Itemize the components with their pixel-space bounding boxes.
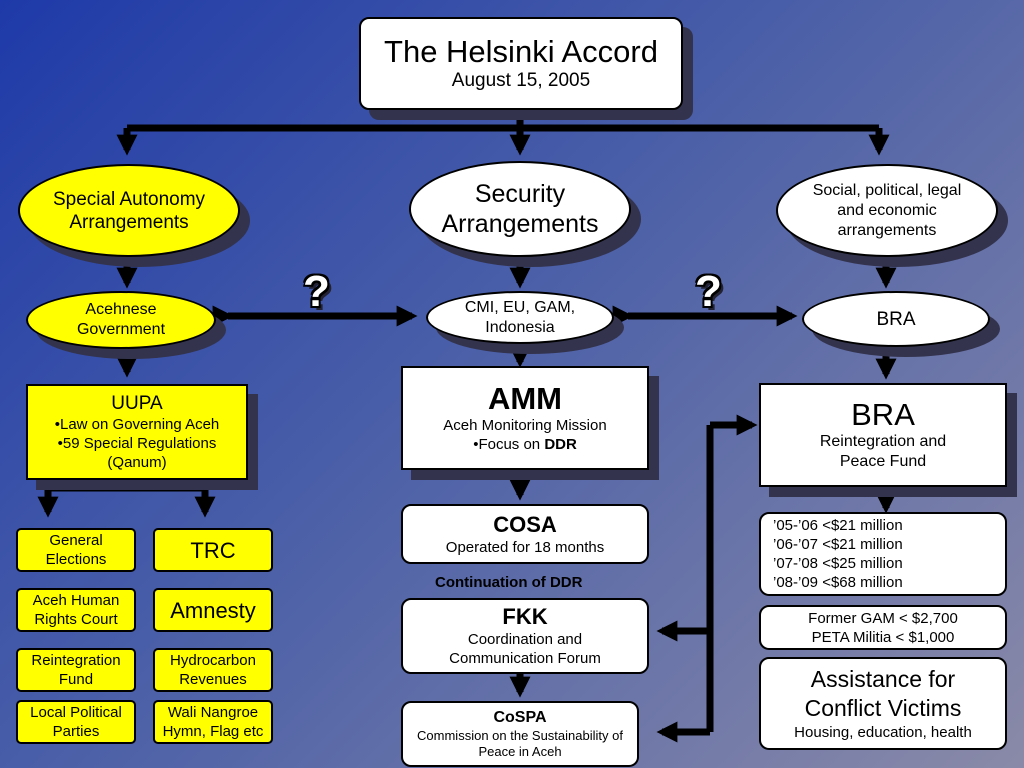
- bra-fund-subtitle: Reintegration and Peace Fund: [819, 433, 947, 470]
- reintegration-fund-box: Reintegration Fund: [16, 648, 136, 692]
- cospa-subtitle: Commission on the Sustainability of Peac…: [417, 728, 623, 759]
- amnesty-box: Amnesty: [153, 588, 273, 632]
- bra-fund-box: BRA Reintegration and Peace Fund: [759, 383, 1007, 487]
- local-parties-box: Local Political Parties: [16, 700, 136, 744]
- special-autonomy-node: Special Autonomy Arrangements: [18, 164, 240, 257]
- acehnese-government-label: Acehnese Government: [76, 301, 166, 338]
- uupa-box: UUPA •Law on Governing Aceh •59 Special …: [26, 384, 248, 480]
- special-autonomy-label: Special Autonomy Arrangements: [52, 188, 206, 233]
- funding-line: ’08-’09 <$68 million: [773, 574, 903, 591]
- social-arrangements-node: Social, political, legal and economic ar…: [776, 164, 998, 257]
- funding-line: ’07-’08 <$25 million: [773, 555, 903, 572]
- uupa-item: •Law on Governing Aceh: [54, 416, 220, 433]
- accord-title: The Helsinki Accord: [384, 34, 658, 69]
- local-parties-label: Local Political Parties: [30, 704, 122, 740]
- uupa-item: •59 Special Regulations (Qanum): [57, 435, 217, 471]
- uupa-title: UUPA: [111, 393, 163, 414]
- payment-line: Former GAM < $2,700: [808, 609, 958, 627]
- social-arrangements-label: Social, political, legal and economic ar…: [812, 181, 962, 239]
- bra-fund-title: BRA: [851, 397, 915, 432]
- amm-box: AMM Aceh Monitoring Mission •Focus on DD…: [401, 366, 649, 470]
- amm-subtitle: Aceh Monitoring Mission: [443, 417, 607, 434]
- fkk-subtitle: Coordination and Communication Forum: [449, 631, 601, 667]
- hydrocarbon-box: Hydrocarbon Revenues: [153, 648, 273, 692]
- payment-line: PETA Militia < $1,000: [811, 628, 955, 646]
- bra-ellipse-label: BRA: [876, 308, 916, 330]
- helsinki-accord-box: The Helsinki Accord August 15, 2005: [359, 17, 683, 110]
- funding-line: ’05-’06 <$21 million: [773, 517, 903, 534]
- cosa-subtitle: Operated for 18 months: [445, 538, 605, 556]
- amm-focus: •Focus on DDR: [473, 435, 577, 454]
- security-arrangements-node: Security Arrangements: [409, 161, 631, 257]
- funding-line: ’06-’07 <$21 million: [773, 536, 903, 553]
- acehnese-government-node: Acehnese Government: [26, 291, 216, 349]
- continuation-label: Continuation of DDR: [435, 574, 583, 591]
- root-connector: [127, 110, 879, 132]
- uupa-fork: [48, 480, 205, 492]
- cosa-box: COSA Operated for 18 months: [401, 504, 649, 564]
- cospa-title: CoSPA: [493, 709, 547, 726]
- question-mark-left: ?: [303, 267, 330, 316]
- assistance-title: Assistance for Conflict Victims: [804, 666, 962, 721]
- amm-focus-prefix: •Focus on: [473, 436, 545, 453]
- cosa-title: COSA: [493, 511, 557, 537]
- amm-focus-ddr: DDR: [544, 436, 577, 453]
- human-rights-court-label: Aceh Human Rights Court: [32, 592, 120, 628]
- assistance-box: Assistance for Conflict Victims Housing,…: [759, 657, 1007, 750]
- bra-ellipse-node: BRA: [802, 291, 990, 347]
- general-elections-label: General Elections: [45, 532, 107, 568]
- amm-title: AMM: [487, 381, 563, 416]
- assistance-subtitle: Housing, education, health: [794, 724, 972, 741]
- hydrocarbon-label: Hydrocarbon Revenues: [170, 652, 256, 688]
- cmi-node: CMI, EU, GAM, Indonesia: [426, 291, 614, 344]
- wali-nangroe-label: Wali Nangroe Hymn, Flag etc: [162, 704, 264, 740]
- security-arrangements-label: Security Arrangements: [441, 180, 599, 238]
- cmi-label: CMI, EU, GAM, Indonesia: [464, 298, 576, 336]
- general-elections-box: General Elections: [16, 528, 136, 572]
- question-mark-right: ?: [695, 267, 722, 316]
- wali-nangroe-box: Wali Nangroe Hymn, Flag etc: [153, 700, 273, 744]
- cospa-box: CoSPA Commission on the Sustainability o…: [401, 701, 639, 767]
- amnesty-label: Amnesty: [170, 597, 256, 623]
- reintegration-fund-label: Reintegration Fund: [31, 652, 121, 688]
- trc-box: TRC: [153, 528, 273, 572]
- human-rights-court-box: Aceh Human Rights Court: [16, 588, 136, 632]
- accord-date: August 15, 2005: [451, 70, 591, 91]
- fkk-title: FKK: [502, 604, 548, 629]
- funding-box: ’05-’06 <$21 million ’06-’07 <$21 millio…: [759, 512, 1007, 596]
- fkk-box: FKK Coordination and Communication Forum: [401, 598, 649, 674]
- trc-label: TRC: [190, 537, 236, 563]
- payments-box: Former GAM < $2,700 PETA Militia < $1,00…: [759, 605, 1007, 650]
